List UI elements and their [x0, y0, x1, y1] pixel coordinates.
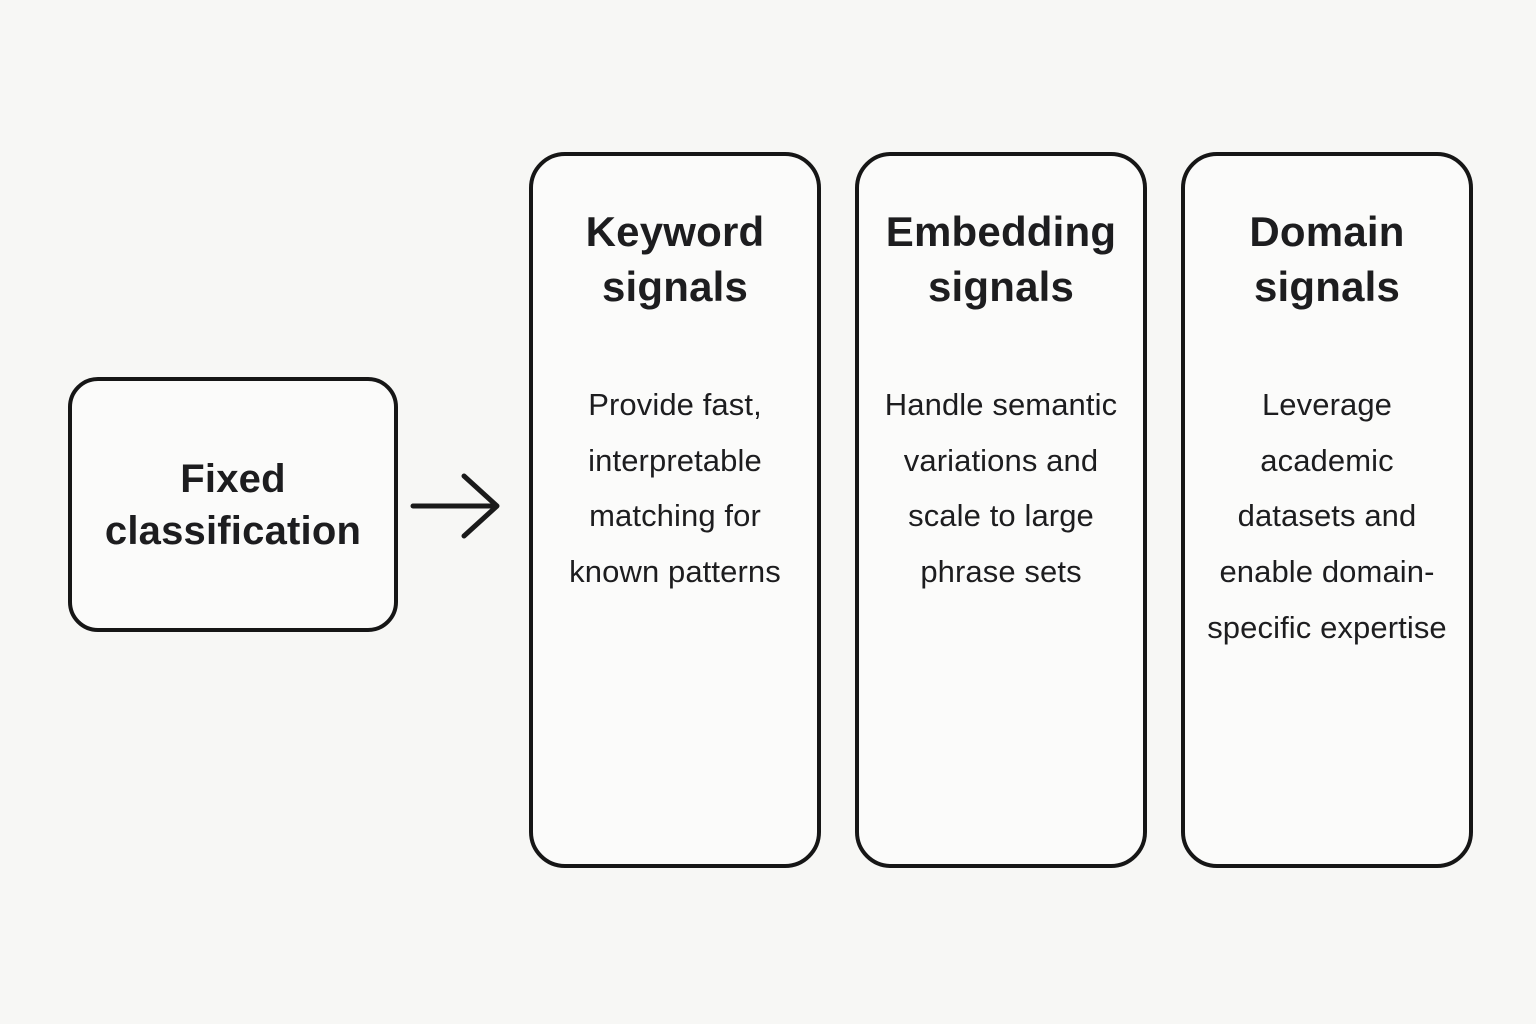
card-domain-signals: Domain signals Leverage academic dataset… [1181, 152, 1473, 868]
fixed-classification-label: Fixed classification [104, 456, 362, 553]
card-body-text: Leverage academic datasets and enable do… [1207, 386, 1447, 646]
right-arrow-icon [410, 473, 500, 539]
card-title: Domain signals [1249, 208, 1405, 311]
card-embedding-signals: Embedding signals Handle semantic variat… [855, 152, 1147, 868]
card-title: Embedding signals [885, 208, 1117, 311]
card-title: Keyword signals [585, 208, 765, 311]
card-body-text: Handle semantic variations and scale to … [884, 386, 1118, 590]
card-body-text: Provide fast, interpretable matching for… [569, 386, 781, 590]
fixed-classification-box: Fixed classification [68, 377, 398, 632]
card-keyword-signals: Keyword signals Provide fast, interpreta… [529, 152, 821, 868]
